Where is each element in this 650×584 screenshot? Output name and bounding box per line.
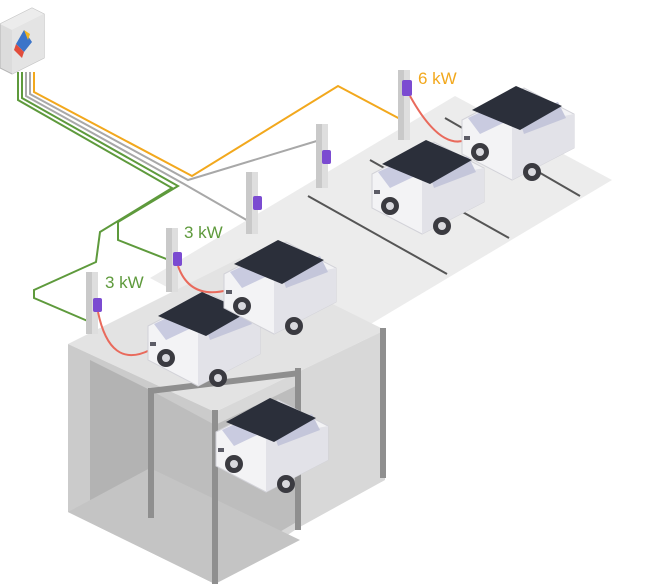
charging-station-left [86, 272, 102, 334]
electrical-panel-icon [0, 7, 45, 75]
charging-station-middle [166, 228, 182, 292]
charging-station-right [398, 70, 412, 140]
charging-station-icon [253, 196, 262, 210]
power-cables [17, 72, 403, 323]
orange-cable [33, 72, 403, 178]
charging-station-icon [93, 298, 102, 312]
charging-station-unused-2 [316, 124, 331, 188]
power-label-right: 6 kW [418, 69, 457, 88]
charging-station-icon [322, 150, 331, 164]
charging-station-icon [402, 80, 412, 96]
power-label-middle: 3 kW [184, 223, 223, 242]
green-cable-2 [21, 72, 180, 263]
gray-cable-1 [25, 72, 251, 223]
gray-cable-2 [29, 72, 321, 182]
green-cable-1 [17, 72, 174, 323]
power-label-left: 3 kW [105, 273, 144, 292]
car-charging-cables [97, 95, 467, 356]
charging-station-unused-1 [246, 172, 262, 234]
charging-station-icon [173, 252, 182, 266]
